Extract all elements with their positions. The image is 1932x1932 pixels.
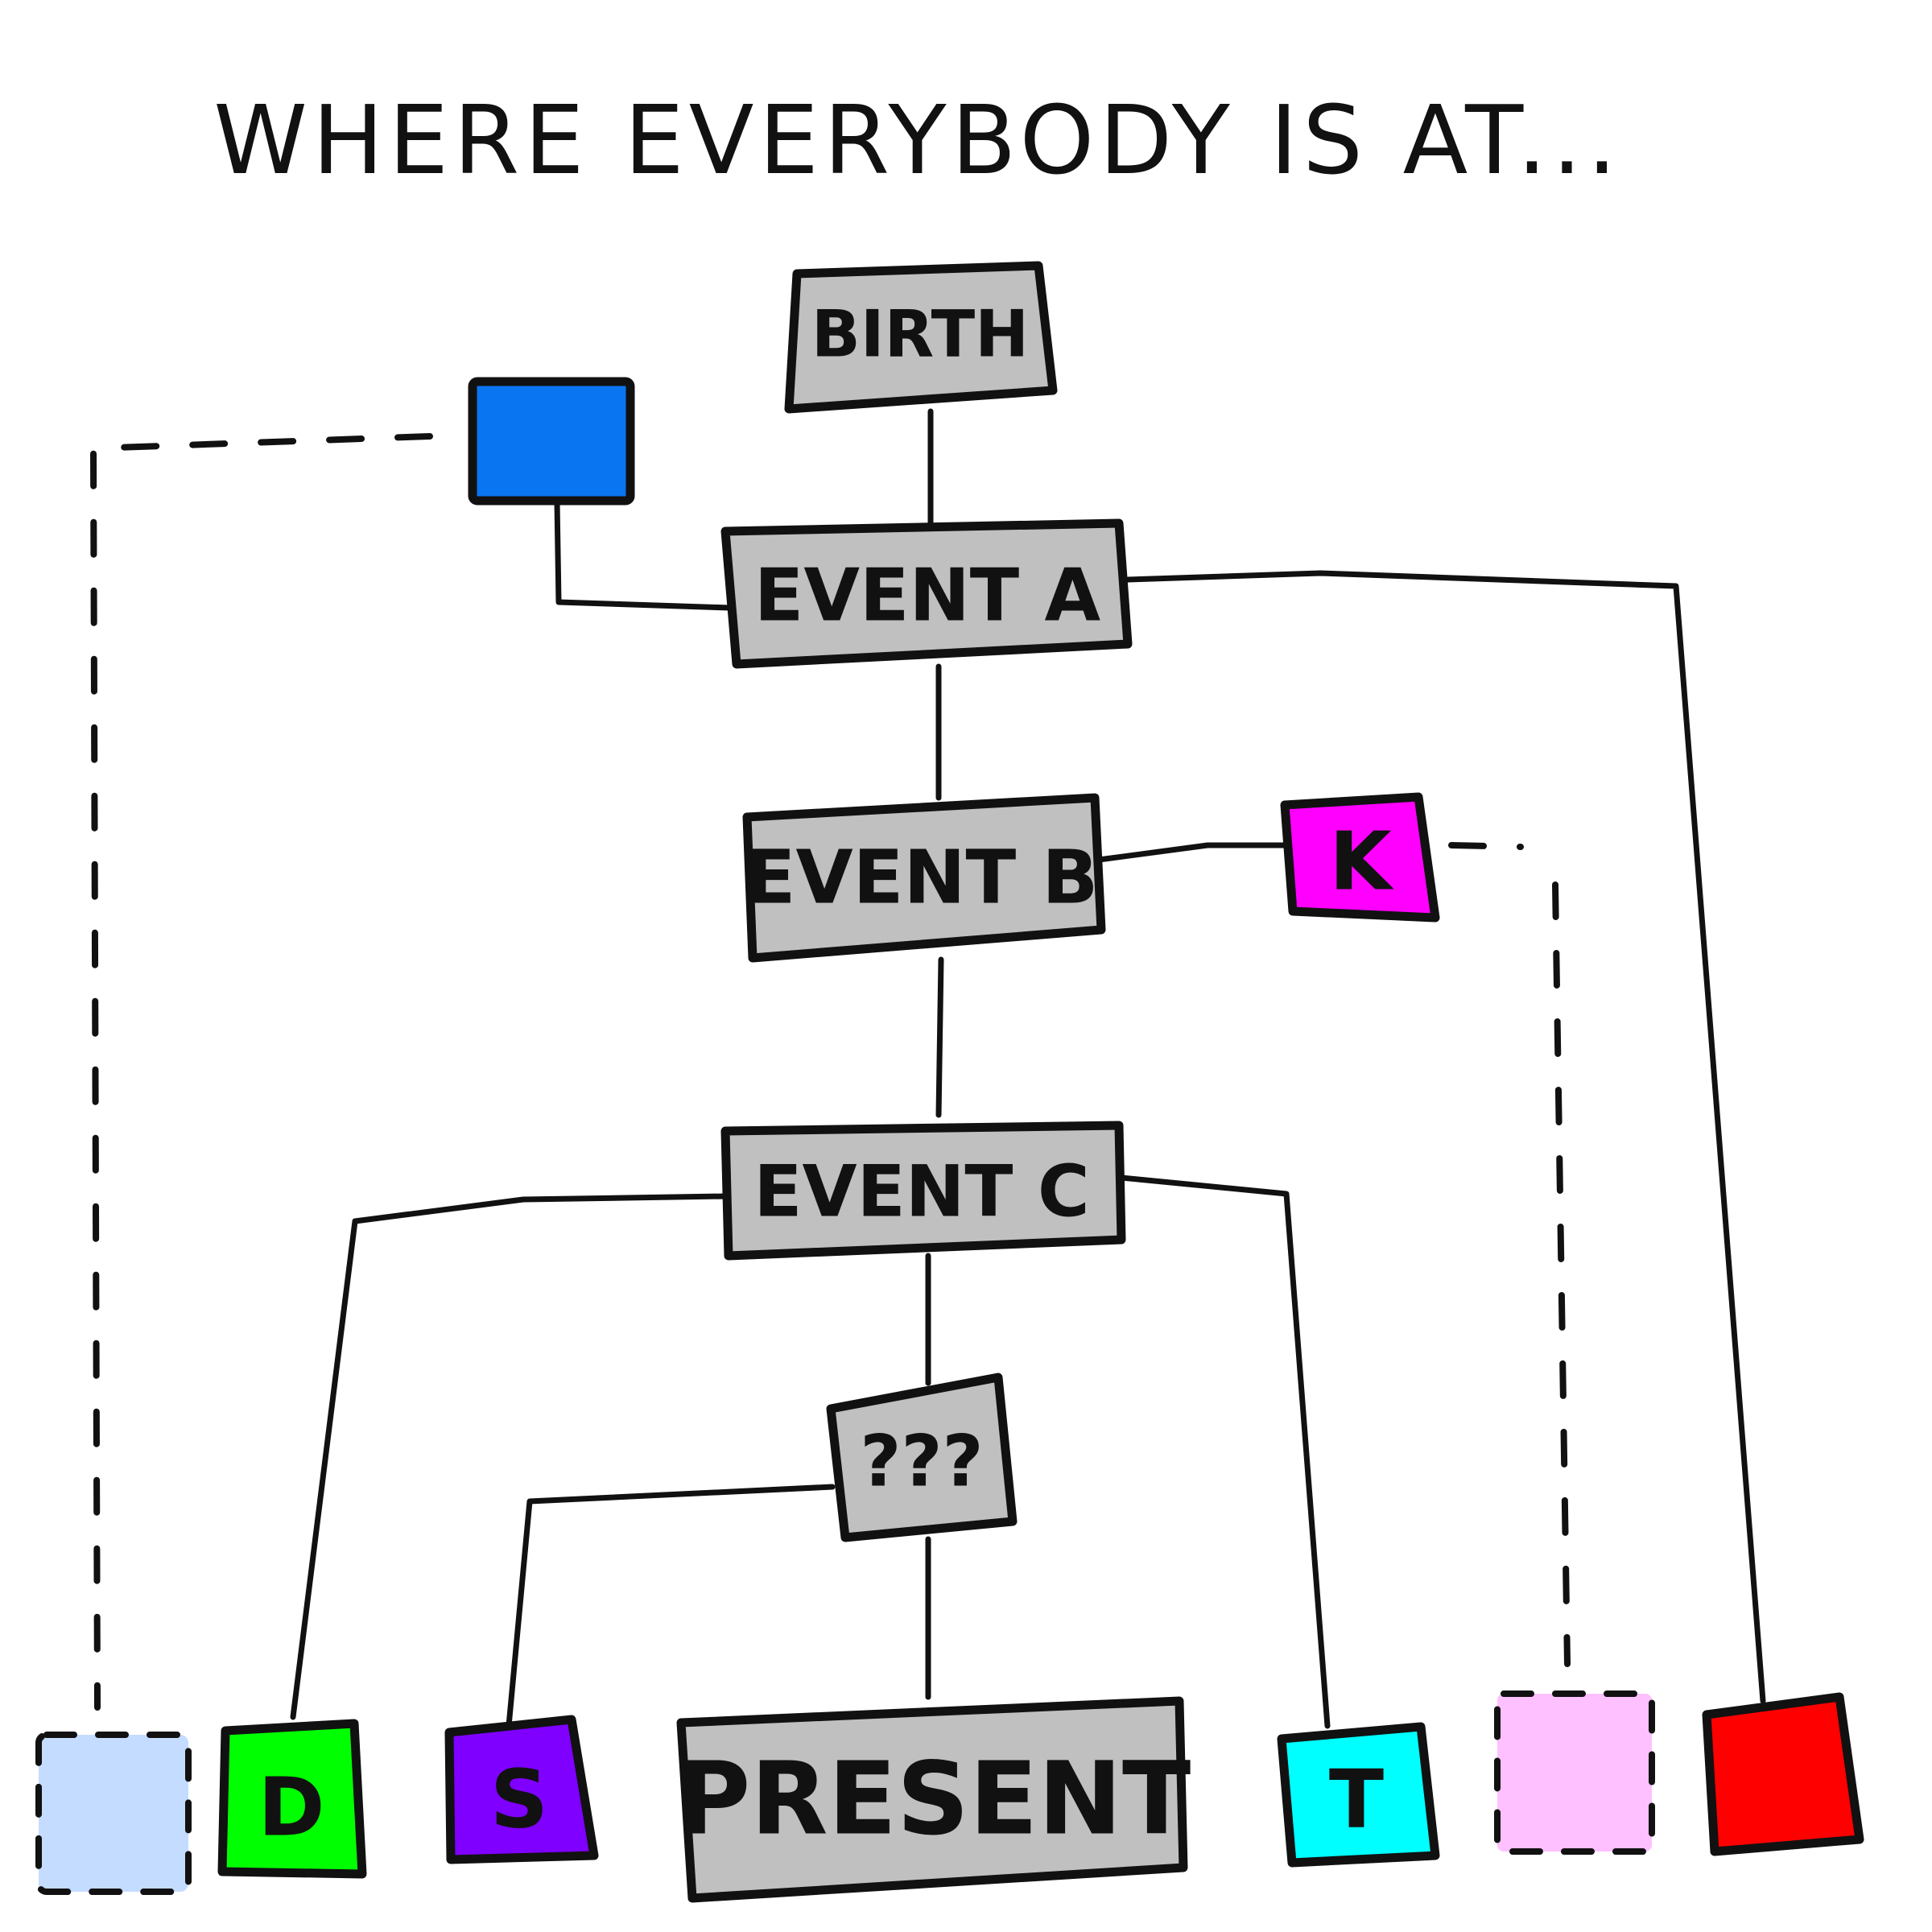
line-event-b-to-k: [1096, 842, 1286, 863]
unknown-box: [826, 1373, 1018, 1542]
person-s: S: [444, 1715, 599, 1864]
line-unknown-to-s: [506, 1484, 836, 1729]
event-c-box: [720, 1121, 1126, 1261]
d-label: D: [258, 1761, 324, 1855]
t-square: [1277, 1722, 1440, 1868]
event-a-label: EVENT A: [754, 554, 1101, 638]
line-event-a-to-red: [1125, 570, 1766, 1704]
connectors: [89, 408, 1766, 1729]
birth-label: BIRTH: [811, 297, 1029, 372]
person-red-square: [1702, 1692, 1864, 1856]
person-light-blue-dashed-square: [35, 1732, 192, 1895]
event-b-label: EVENT B: [745, 835, 1099, 921]
node-unknown: ???: [826, 1373, 1018, 1542]
person-k: K: [1280, 792, 1440, 923]
line-event-c-to-d: [290, 1193, 729, 1720]
line-blue-to-event-a: [554, 499, 733, 611]
node-event-b: EVENT B: [742, 793, 1106, 963]
event-b-box: [742, 793, 1106, 963]
t-label: T: [1329, 1752, 1384, 1847]
node-event-c: EVENT C: [720, 1121, 1126, 1261]
present-box: [676, 1696, 1188, 1903]
event-c-label: EVENT C: [753, 1150, 1089, 1233]
dashed-blue-to-light-blue: [89, 433, 433, 1711]
node-birth: BIRTH: [784, 261, 1058, 414]
event-a-box: [720, 518, 1133, 669]
person-pink-dashed-square: [1494, 1690, 1655, 1855]
line-event-b-to-event-c: [935, 956, 944, 1118]
person-blue-square: [468, 377, 635, 506]
present-label: PRESENT: [677, 1741, 1191, 1858]
dashed-k-to-pink: [1448, 842, 1571, 1667]
k-label: K: [1329, 815, 1394, 909]
birth-box: [784, 261, 1058, 414]
d-square: [217, 1719, 367, 1879]
k-square: [1280, 792, 1440, 923]
s-label: S: [490, 1752, 548, 1847]
person-d: D: [217, 1719, 367, 1879]
person-t: T: [1277, 1722, 1440, 1868]
s-square: [444, 1715, 599, 1864]
unknown-label: ???: [860, 1420, 983, 1503]
node-present: PRESENT: [676, 1696, 1191, 1903]
line-event-c-to-t: [1118, 1174, 1331, 1729]
node-event-a: EVENT A: [720, 518, 1133, 669]
diagram-title: WHERE EVERYBODY IS AT...: [213, 85, 1622, 196]
